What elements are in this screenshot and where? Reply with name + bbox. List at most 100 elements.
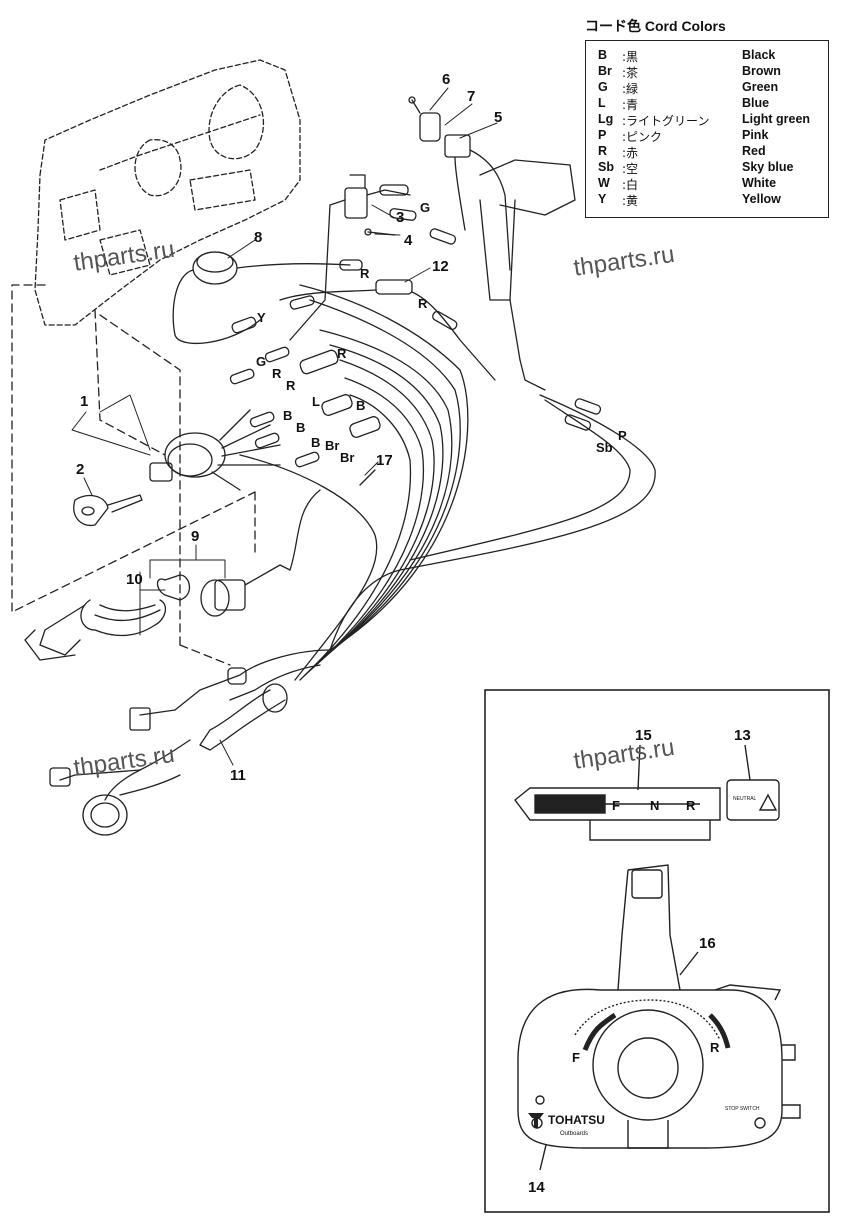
wire-label-br: Br [340,450,354,465]
wire-label-g: G [420,200,430,215]
wire-label-r: R [418,296,428,311]
legend-en: Blue [742,96,770,110]
legend-en: Brown [742,64,781,78]
legend-row: Br :茶 Brown [586,64,828,80]
connector-plugs [229,208,602,486]
legend-row: Sb :空 Sky blue [586,160,828,176]
part-numbers: 1 2 3 4 5 6 7 8 9 10 11 12 13 14 15 16 1… [76,71,751,1196]
wire-label-b: B [356,398,365,413]
lanyard-component [24,574,191,661]
part-number-12: 12 [432,258,449,275]
connector-12 [279,279,496,381]
legend-title: コード色 Cord Colors [585,18,726,34]
legend-en: White [742,176,777,190]
part-number-16: 16 [699,935,716,952]
legend-row: G :緑 Green [586,80,828,96]
relay-component [289,174,411,341]
legend-row: L :青 Blue [586,96,828,112]
remote-control-inset [484,689,830,1213]
wire-labels: G R Y R G R R R L B B B B Br Br P Sb [256,200,627,465]
brand-sub-label: Outboards [560,1131,588,1137]
legend-jp: :白 [622,178,639,192]
gear-f-label: F [612,798,620,813]
part-number-11: 11 [230,767,246,784]
legend-code: W [598,176,610,190]
neutral-switch-text: NEUTRAL [733,796,757,802]
main-harness [239,284,656,681]
wire-label-r: R [272,366,282,381]
engine-housing [34,59,301,326]
brand-logo [528,1113,544,1128]
part-number-8: 8 [254,229,262,246]
part-leaders [71,87,498,766]
wire-label-b: B [296,420,305,435]
legend-jp: :青 [622,98,639,112]
legend-jp: :赤 [622,146,639,160]
stop-switch-text: STOP SWITCH [725,1106,760,1112]
wire-label-b: B [283,408,292,423]
lever-switch-component [408,96,576,391]
wire-label-r: R [286,378,296,393]
legend-jp: :ライトグリーン [622,114,710,128]
part-number-17: 17 [376,452,393,469]
legend-code: G [598,80,608,94]
legend-row: Y :黄 Yellow [586,192,828,208]
legend-en: Yellow [742,192,781,206]
part-number-4: 4 [404,232,413,249]
part-number-3: 3 [396,209,404,226]
lever-f-label: F [572,1050,580,1065]
stop-switch-component [200,489,321,617]
legend-en: Light green [742,112,811,126]
key-switch-component [149,409,281,491]
legend-en: Pink [742,128,769,142]
legend-en: Sky blue [742,160,794,174]
wire-label-b: B [311,435,320,450]
legend-code: Lg [598,112,614,126]
wire-label-sb: Sb [596,440,613,455]
part-number-9: 9 [191,528,199,545]
legend-row: R :赤 Red [586,144,828,160]
wire-label-g: G [256,354,266,369]
brand-label: TOHATSU [548,1113,605,1127]
legend-code: R [598,144,608,158]
part-number-10: 10 [126,571,143,588]
wire-label-r: R [337,346,347,361]
legend-code: P [598,128,607,142]
gear-r-label: R [686,798,696,813]
wire-label-l: L [312,394,320,409]
part-number-1: 1 [80,393,88,410]
legend-code: Y [598,192,607,206]
legend-code: L [598,96,606,110]
part-number-7: 7 [467,88,475,105]
part-number-14: 14 [528,1179,545,1196]
legend-row: B :黒 Black [586,48,828,64]
legend-jp: :緑 [622,82,639,96]
legend-jp: :空 [622,162,639,176]
legend-jp: :黒 [622,50,639,64]
legend-row: Lg :ライトグリーン Light green [586,112,828,128]
buzzer-component [172,251,363,345]
legend-code: Br [598,64,612,78]
wire-label-r: R [360,266,370,281]
wire-label-y: Y [257,310,266,325]
part-number-15: 15 [635,727,652,744]
gear-n-label: N [650,798,659,813]
wire-label-p: P [618,428,627,443]
legend-jp: :黄 [622,194,639,208]
legend-code: Sb [598,160,614,174]
inset-labels: F N R F R TOHATSU Outboards NEUTRAL STOP… [548,796,760,1137]
legend-jp: :茶 [622,66,639,80]
leader-lines [11,284,256,666]
part-number-2: 2 [76,461,84,478]
legend-row: W :白 White [586,176,828,192]
legend-en: Black [742,48,776,62]
legend-en: Green [742,80,779,94]
part-number-5: 5 [494,109,502,126]
legend-code: B [598,48,608,62]
legend-en: Red [742,144,766,158]
key-component [73,494,143,527]
lever-r-label: R [710,1040,720,1055]
part-number-6: 6 [442,71,450,88]
